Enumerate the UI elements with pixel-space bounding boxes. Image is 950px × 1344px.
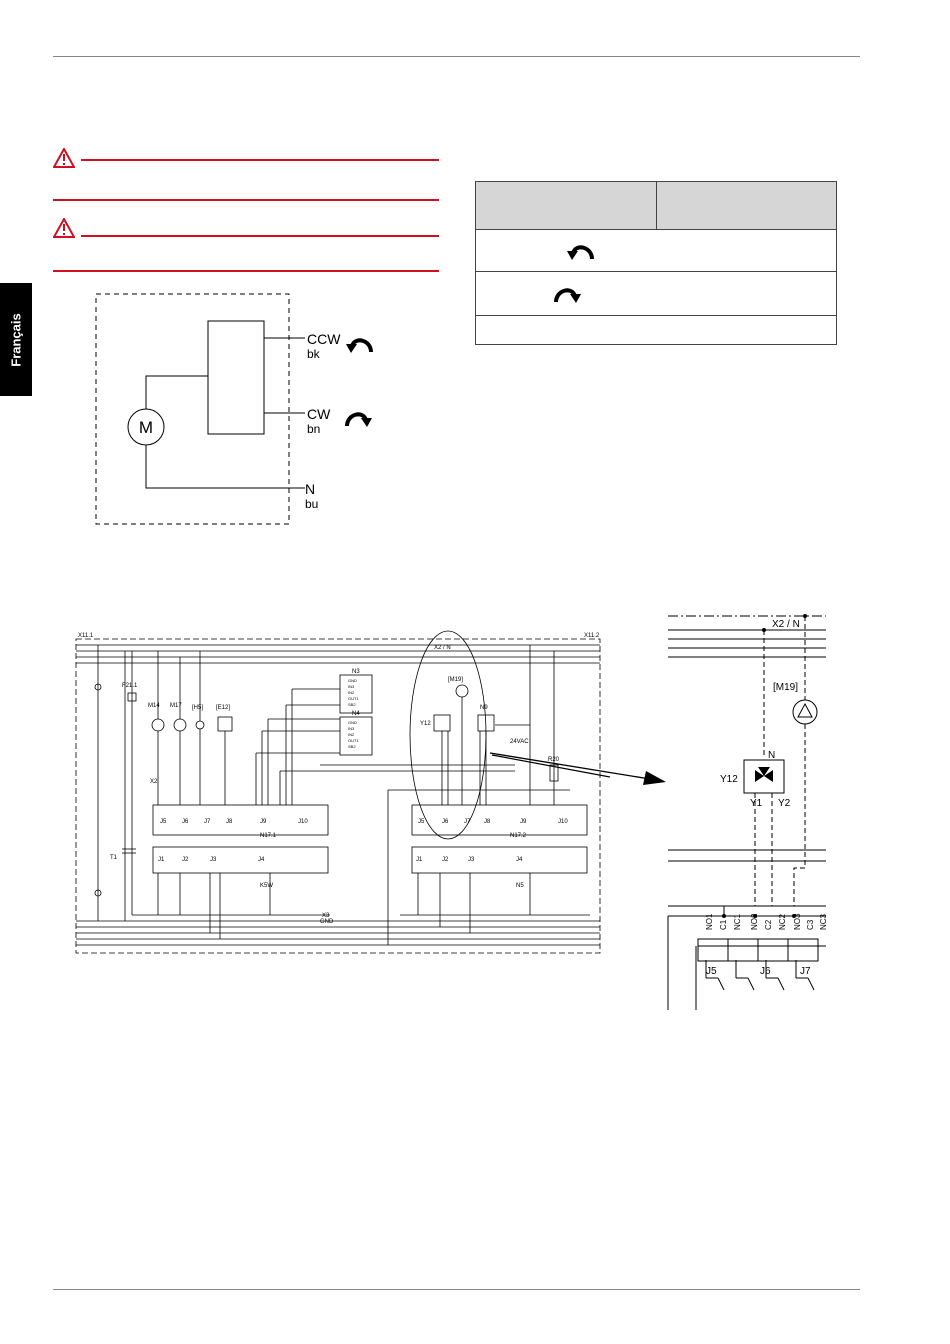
pump-m17-label: M17 (170, 703, 182, 709)
terminal-strip-right: X11.2 (584, 633, 600, 639)
contact-label: NC3 (819, 913, 828, 930)
language-tab-label: Français (8, 312, 24, 367)
valve-y12-label: Y12 (420, 721, 431, 727)
detail-valve-n: N (768, 750, 775, 761)
transformer-label: T1 (110, 855, 118, 861)
ccw-label: CCW (307, 331, 341, 347)
relay-j10-label-2: J10 (558, 819, 568, 825)
footer-rule (53, 1289, 860, 1290)
cw-wire-color: bn (307, 422, 320, 436)
contact-label: NC1 (733, 913, 742, 930)
contact-label: NO1 (705, 913, 714, 930)
relay-j6-label-2: J6 (442, 819, 449, 825)
contact-label: C2 (764, 919, 773, 930)
module-n4-label: N4 (352, 711, 360, 717)
k5w-label: K5W (260, 883, 273, 889)
x2-m14-label: X2 (150, 779, 158, 785)
relay-j9-label-2: J9 (520, 819, 527, 825)
valve-detail-diagram: X2 / N [M19] Y12 N Y1 Y2 J5 J6 J7 NO1 C1… (667, 614, 828, 1010)
detail-valve-y2: Y2 (778, 798, 791, 809)
module-n9-label: N9 (480, 705, 488, 711)
relay-j8-label-2: J8 (484, 819, 491, 825)
header-rule (53, 56, 860, 57)
contact-label: NO3 (793, 913, 802, 930)
ccw-wire-color: bk (307, 347, 321, 361)
n-wire-color: bu (305, 497, 318, 511)
input-j4-label-2: J4 (516, 857, 523, 863)
warning-triangle-icon (53, 218, 75, 238)
module-row: SB2 (348, 702, 356, 707)
module-row: GND (348, 678, 357, 683)
warning-notice-1 (53, 148, 439, 201)
resistor-r20-label: R20 (548, 757, 560, 763)
detail-relay-j5: J5 (706, 966, 717, 977)
module-row: OUT1 (348, 738, 359, 743)
module-row: SB2 (348, 744, 356, 749)
ccw-arrow-icon (346, 338, 373, 353)
ccw-arrow-icon (567, 245, 594, 260)
zoom-arrow (489, 752, 666, 785)
input-j4-label: J4 (258, 857, 265, 863)
wiring-schematic: X11.1 X11.2 F21.1 T1 M14 M17 [H5] [E12] … (75, 630, 610, 954)
detail-pump-label: [M19] (773, 682, 798, 693)
module-n3-label: N3 (352, 669, 360, 675)
cw-label: CW (307, 406, 331, 422)
pump-m19-label: [M19] (448, 677, 463, 683)
cw-arrow-icon (554, 288, 581, 303)
module-row: OUT1 (348, 696, 359, 701)
motor-symbol: M (139, 418, 153, 437)
relay-j6-label: J6 (182, 819, 189, 825)
n5-label: N5 (516, 883, 524, 889)
pump-m14-label: M14 (148, 703, 160, 709)
valve-y12-symbol (755, 767, 773, 782)
gnd-label: GND (320, 919, 334, 925)
detail-valve-label: Y12 (720, 774, 738, 785)
relay-j7-label-2: J7 (464, 819, 471, 825)
input-j2-label: J2 (182, 857, 189, 863)
heater-label: [H5] (192, 705, 203, 711)
relay-j5-label-2: J5 (418, 819, 425, 825)
relay-j10-label: J10 (298, 819, 308, 825)
n-label: N (305, 481, 315, 497)
relay-j8-label: J8 (226, 819, 233, 825)
input-j3-label: J3 (210, 857, 217, 863)
input-j1-label: J1 (158, 857, 165, 863)
module-row: IN2 (348, 690, 355, 695)
detail-relay-j6: J6 (760, 966, 771, 977)
module-row: IN2 (348, 732, 355, 737)
module-row: GND (348, 720, 357, 725)
controller-1-label: N17.1 (260, 833, 277, 839)
warning-triangle-icon (53, 148, 75, 168)
relay-j7-label: J7 (204, 819, 211, 825)
input-j3-label-2: J3 (468, 857, 475, 863)
contact-label: NO2 (750, 913, 759, 930)
controller-2-label: N17.2 (510, 833, 527, 839)
x2-n-label: X2 / N (434, 645, 451, 651)
module-row: IN3 (348, 684, 355, 689)
module-row: IN3 (348, 726, 355, 731)
mixer-label: [E12] (216, 705, 230, 711)
fuse-label: F21.1 (122, 683, 138, 689)
relay-j9-label: J9 (260, 819, 267, 825)
motor-wiring-diagram: M CCW bk CW bn N bu (95, 293, 373, 525)
language-tab[interactable]: Français (0, 283, 32, 396)
rotation-table (475, 181, 837, 345)
detail-relay-j7: J7 (800, 966, 811, 977)
voltage-label: 24VAC (510, 739, 529, 745)
detail-x2-n-label: X2 / N (772, 619, 800, 630)
cw-arrow-icon (345, 412, 372, 427)
contact-label: NC2 (778, 913, 787, 930)
terminal-strip-left: X11.1 (78, 633, 94, 639)
contact-label: C3 (806, 919, 815, 930)
x3-label: X3 (322, 913, 330, 919)
warning-notice-2 (53, 218, 439, 272)
input-j1-label-2: J1 (416, 857, 423, 863)
detail-valve-y1: Y1 (750, 798, 763, 809)
input-j2-label-2: J2 (442, 857, 449, 863)
relay-j5-label: J5 (160, 819, 167, 825)
contact-label: C1 (719, 919, 728, 930)
